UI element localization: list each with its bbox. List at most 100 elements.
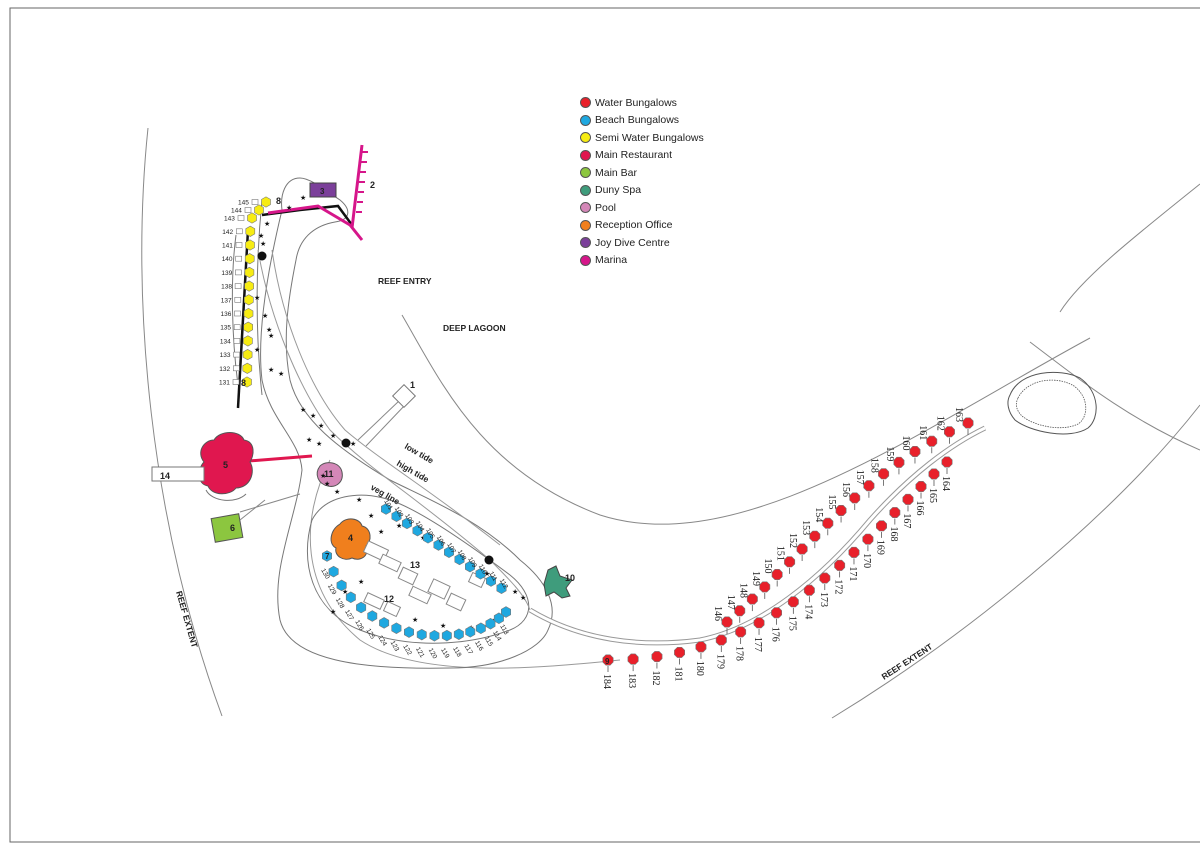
beach-bungalow[interactable] <box>379 617 390 629</box>
beach-bungalow[interactable] <box>465 626 476 638</box>
water-bungalow[interactable] <box>759 581 771 599</box>
beach-bungalow[interactable] <box>356 601 367 614</box>
restaurant-building <box>198 432 254 495</box>
water-bungalow[interactable] <box>746 593 758 612</box>
beach-bungalow[interactable] <box>391 510 402 522</box>
water-bungalow[interactable] <box>848 546 860 565</box>
beach-bungalow[interactable] <box>367 610 378 622</box>
beach-bungalow[interactable] <box>475 622 486 635</box>
water-bungalow[interactable] <box>602 654 614 672</box>
semi-water-bungalow[interactable] <box>233 362 253 374</box>
water-bungalow[interactable] <box>909 445 921 464</box>
beach-bungalow[interactable] <box>493 612 504 625</box>
semi-water-bungalow[interactable] <box>236 225 256 237</box>
beach-bungalow[interactable] <box>380 503 392 515</box>
semi-water-bungalow[interactable] <box>233 321 253 333</box>
water-bungalow[interactable] <box>734 605 746 623</box>
beach-bungalow[interactable] <box>485 575 497 587</box>
water-bungalow[interactable] <box>819 572 831 591</box>
beach-bungalow[interactable] <box>475 568 486 580</box>
water-bungalow[interactable] <box>893 456 905 475</box>
water-bungalow[interactable] <box>787 596 799 614</box>
beach-bungalow-number: 128 <box>334 597 346 610</box>
water-bungalow[interactable] <box>784 556 796 574</box>
beach-bungalow[interactable] <box>403 626 415 638</box>
water-bungalow-number: 182 <box>650 671 661 686</box>
semi-water-bungalow[interactable] <box>232 376 252 388</box>
water-bungalow[interactable] <box>875 520 888 538</box>
water-bungalow-number: 148 <box>737 583 748 598</box>
beach-bungalow[interactable] <box>321 550 333 562</box>
water-bungalow[interactable] <box>803 584 815 603</box>
semi-water-bungalow[interactable] <box>244 204 264 216</box>
water-bungalow-number: 169 <box>875 540 886 555</box>
semi-water-bungalow[interactable] <box>233 335 253 347</box>
beach-bungalow[interactable] <box>412 524 423 537</box>
semi-water-bungalow[interactable] <box>234 280 254 292</box>
water-bungalow-number: 152 <box>787 533 798 548</box>
vegetation-star: ★ <box>306 436 312 444</box>
water-bungalow[interactable] <box>928 468 940 486</box>
water-bungalow[interactable] <box>834 559 846 578</box>
beach-bungalow[interactable] <box>441 629 452 642</box>
water-bungalow[interactable] <box>771 568 783 587</box>
beach-bungalow[interactable] <box>464 560 476 573</box>
beach-bungalow[interactable] <box>429 629 440 642</box>
beach-bungalow[interactable] <box>453 628 464 640</box>
semi-water-bungalow[interactable] <box>237 212 257 224</box>
water-bungalow-number: 168 <box>888 527 899 542</box>
water-bungalow[interactable] <box>862 533 874 552</box>
water-bungalow[interactable] <box>835 504 847 523</box>
beach-bungalow[interactable] <box>416 628 427 641</box>
beach-bungalow[interactable] <box>454 553 465 566</box>
water-bungalow[interactable] <box>674 646 686 665</box>
water-bungalow[interactable] <box>721 616 733 634</box>
water-bungalow-number: 183 <box>626 673 637 688</box>
beach-bungalow[interactable] <box>422 532 434 544</box>
semi-water-bungalow[interactable] <box>251 196 271 208</box>
water-bungalow[interactable] <box>809 530 821 549</box>
water-bungalow[interactable] <box>822 517 834 536</box>
beach-bungalow[interactable] <box>485 617 496 630</box>
beach-bungalow[interactable] <box>433 539 444 551</box>
semi-water-bungalow[interactable] <box>235 253 255 265</box>
water-bungalow[interactable] <box>771 607 783 625</box>
beach-bungalow[interactable] <box>443 546 455 558</box>
water-bungalow[interactable] <box>627 653 639 672</box>
legend-item: Joy Dive Centre <box>580 234 704 252</box>
water-bungalow[interactable] <box>926 435 938 454</box>
beach-bungalow[interactable] <box>391 622 402 634</box>
water-bungalow[interactable] <box>915 480 927 499</box>
water-bungalow[interactable] <box>796 543 808 562</box>
vegetation-star: ★ <box>278 370 284 378</box>
water-bungalow[interactable] <box>962 417 974 435</box>
semi-water-bungalow[interactable] <box>235 239 255 251</box>
vegetation-star: ★ <box>342 588 348 596</box>
water-bungalow[interactable] <box>863 480 875 498</box>
water-bungalow[interactable] <box>889 507 901 525</box>
water-bungalow[interactable] <box>715 634 727 653</box>
semi-water-bungalow[interactable] <box>233 349 253 361</box>
water-bungalow-number: 149 <box>750 571 761 586</box>
water-bungalow[interactable] <box>695 641 707 659</box>
water-bungalow[interactable] <box>902 493 914 512</box>
reception-building <box>330 518 371 560</box>
water-bungalow[interactable] <box>651 651 663 669</box>
water-bungalow-number: 159 <box>884 446 895 461</box>
beach-bungalow[interactable] <box>401 517 413 530</box>
beach-bungalow[interactable] <box>328 565 339 578</box>
beach-bungalow[interactable] <box>500 606 512 618</box>
beach-bungalow[interactable] <box>496 582 507 594</box>
semi-water-bungalow[interactable] <box>235 266 255 278</box>
water-bungalow[interactable] <box>943 426 955 444</box>
beach-bungalow[interactable] <box>336 579 347 592</box>
beach-bungalow-number: 111 <box>487 571 498 583</box>
water-bungalow[interactable] <box>849 492 861 510</box>
water-bungalow[interactable] <box>941 456 953 474</box>
semi-water-bungalow[interactable] <box>234 307 254 320</box>
water-bungalow[interactable] <box>878 468 890 486</box>
water-bungalow[interactable] <box>753 617 765 635</box>
beach-bungalow[interactable] <box>345 591 356 604</box>
water-bungalow[interactable] <box>735 626 747 644</box>
semi-water-bungalow[interactable] <box>234 294 254 306</box>
